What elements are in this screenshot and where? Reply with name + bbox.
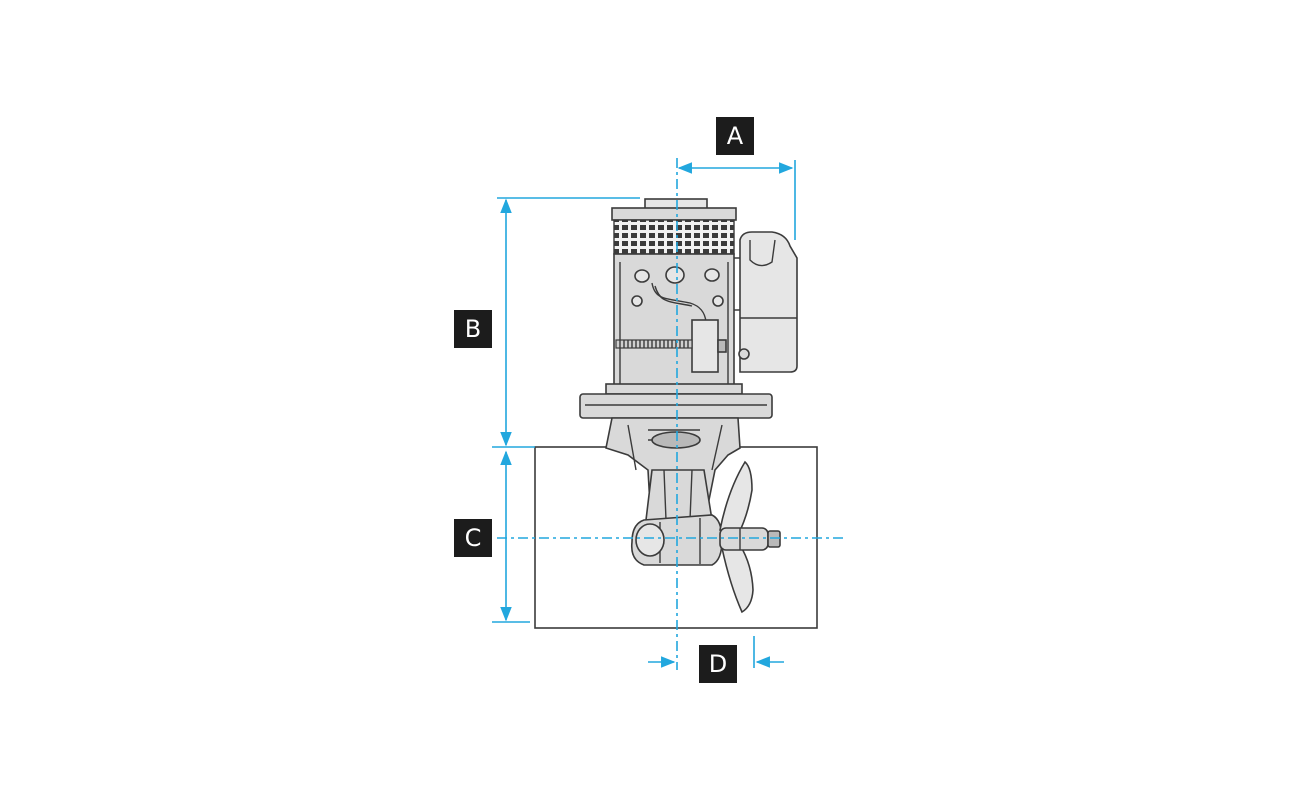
solenoid-box xyxy=(691,319,719,373)
mounting-flange xyxy=(579,393,773,419)
motor-vent-grid xyxy=(613,219,735,255)
label-d: D xyxy=(699,645,737,683)
propeller-hub xyxy=(719,527,769,551)
propeller-nut xyxy=(767,530,781,548)
hose-clamp-band xyxy=(615,339,693,349)
control-box xyxy=(739,231,798,373)
motor-flange-neck xyxy=(605,383,743,395)
propeller-blade-upper xyxy=(719,460,753,536)
label-b: B xyxy=(454,310,492,348)
motor-top-rim xyxy=(611,207,737,221)
label-a: A xyxy=(716,117,754,155)
label-c: C xyxy=(454,519,492,557)
propeller-blade-lower xyxy=(721,544,754,614)
